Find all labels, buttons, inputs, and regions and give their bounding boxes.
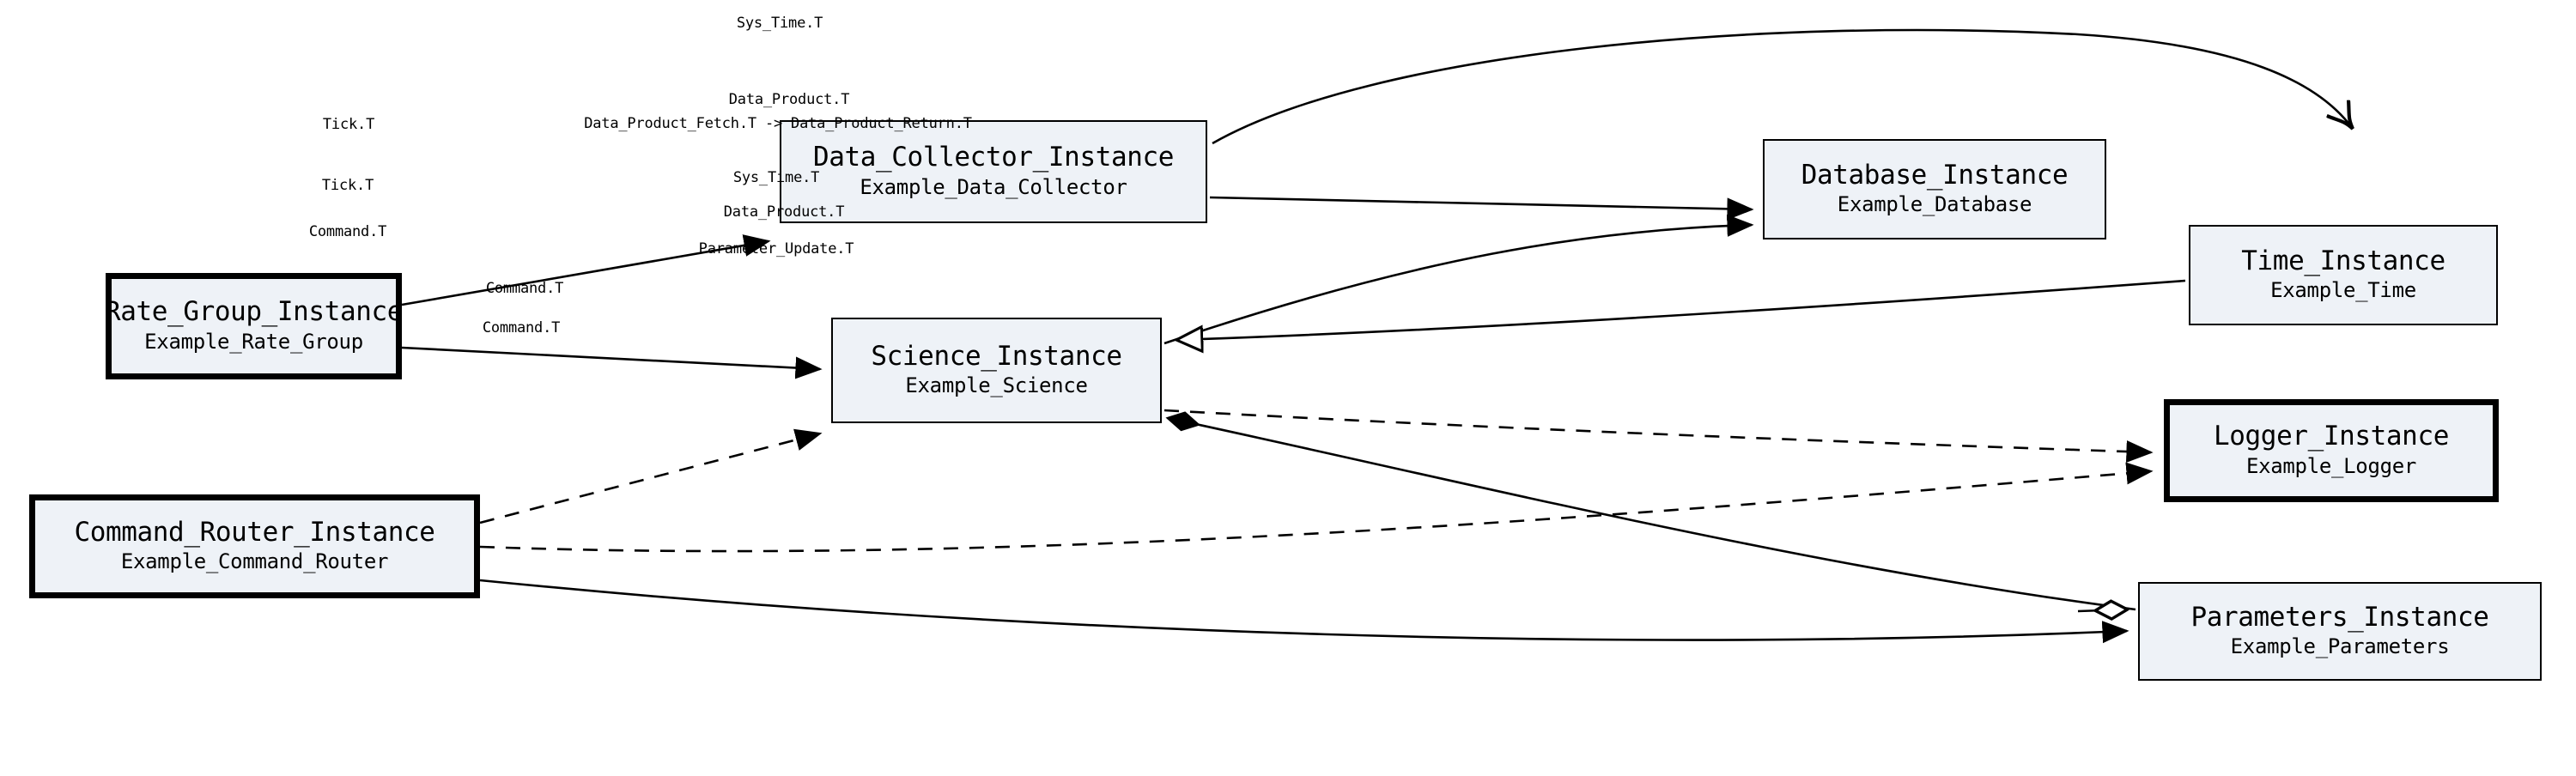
node-subtitle-command_router: Example_Command_Router [120, 549, 389, 574]
edge-label-e-rategroup-datacollector: Tick.T [322, 116, 375, 133]
node-subtitle-parameters: Example_Parameters [2230, 634, 2450, 659]
node-title-database: Database_Instance [1801, 159, 2069, 191]
node-subtitle-science: Example_Science [905, 373, 1088, 398]
edge-e-science-database [1163, 214, 1754, 345]
node-subtitle-time: Example_Time [2270, 278, 2416, 303]
node-subtitle-database: Example_Database [1837, 192, 2032, 217]
node-title-time: Time_Instance [2241, 245, 2445, 276]
node-subtitle-logger: Example_Logger [2245, 453, 2417, 478]
edge-label-e-commandrouter-parameters: Command.T [482, 319, 561, 336]
node-title-science: Science_Instance [871, 340, 1122, 372]
edge-label-e-science-database: Data_Product_Fetch.T -> Data_Product_Ret… [584, 115, 972, 132]
node-title-data_collector: Data_Collector_Instance [812, 142, 1175, 173]
edge-e-rategroup-datacollector [401, 234, 771, 306]
edge-label-e-parameters-science: Parameter_Update.T [698, 240, 854, 258]
edge-label-e-time-science: Sys_Time.T [732, 169, 820, 186]
edge-label-e-science-logger: Data_Product.T [723, 203, 845, 221]
edge-e-commandrouter-parameters [479, 579, 2129, 644]
node-subtitle-rate_group: Example_Rate_Group [144, 329, 363, 354]
node-subtitle-data_collector: Example_Data_Collector [860, 174, 1127, 199]
edge-e-time-datacollector [1212, 28, 2353, 145]
edge-e-commandrouter-science [479, 428, 823, 524]
node-title-parameters: Parameters_Instance [2190, 601, 2489, 633]
node-title-command_router: Command_Router_Instance [74, 516, 435, 548]
node-title-logger: Logger_Instance [2214, 421, 2449, 452]
edge-e-parameters-science [1165, 411, 2136, 611]
edge-label-e-time-datacollector: Sys_Time.T [736, 15, 823, 32]
edge-label-e-datacollector-database: Data_Product.T [728, 91, 850, 108]
edge-label-e-rategroup-science: Tick.T [321, 177, 374, 194]
edge-e-commandrouter-logger [479, 462, 2154, 553]
edge-e-science-logger [1163, 409, 2154, 464]
edge-e-time-science [1176, 279, 2186, 340]
node-title-rate_group: Rate_Group_Instance [105, 296, 404, 328]
edge-e-rategroup-science [401, 346, 823, 379]
edge-label-e-commandrouter-science: Command.T [308, 223, 387, 240]
edge-label-e-commandrouter-logger: Command.T [485, 280, 564, 297]
edge-e-parameters-diamond-tail [2077, 609, 2127, 611]
edge-e-datacollector-database [1209, 196, 1754, 221]
